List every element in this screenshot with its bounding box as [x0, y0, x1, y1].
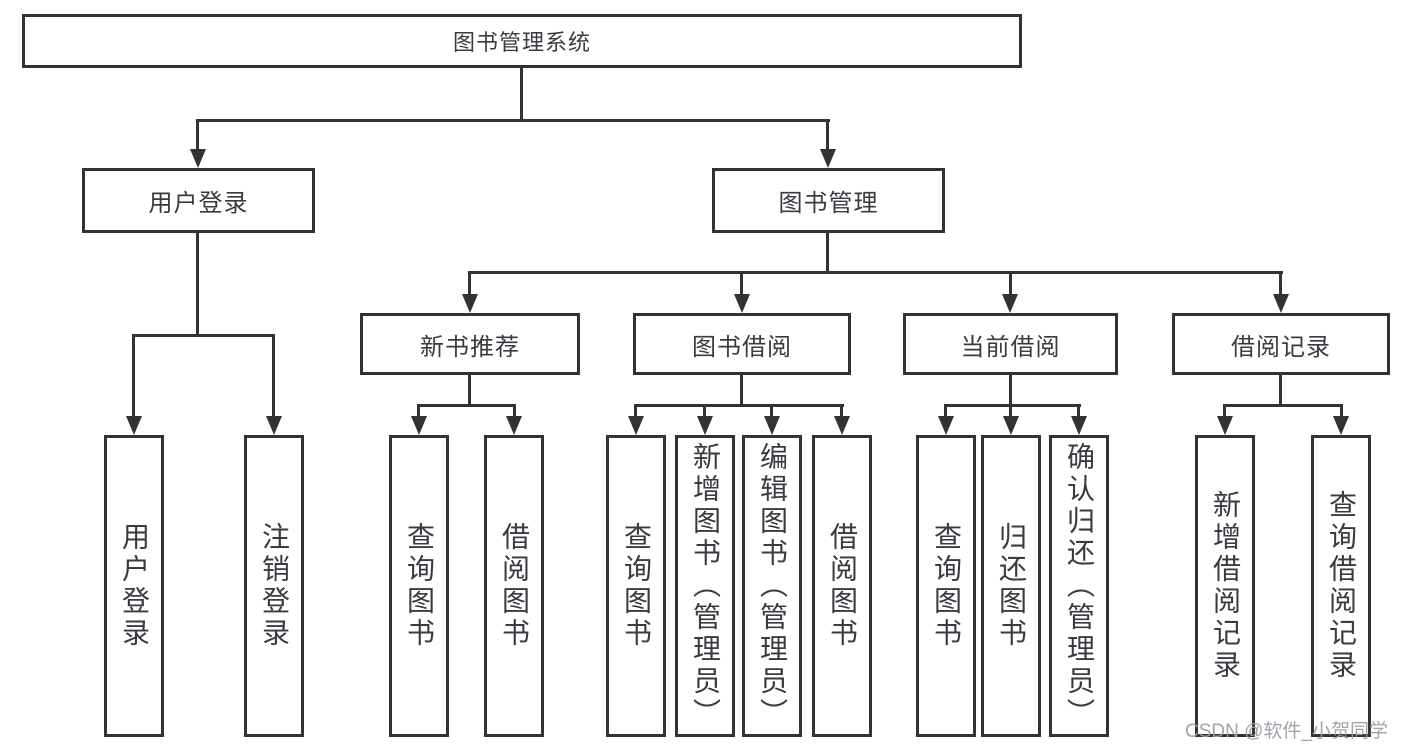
- arrowhead-icon: [1003, 416, 1019, 435]
- node-library-system: 图书管理系统: [22, 14, 1022, 68]
- connector-line: [1009, 404, 1012, 417]
- csdn-watermark: CSDN @软件_小贺同学: [1185, 721, 1388, 742]
- connector-line: [196, 119, 830, 122]
- connector-line: [840, 404, 843, 417]
- node-label: 确认归还（管理员）: [1064, 442, 1095, 730]
- node-label: 图书借阅: [692, 333, 792, 361]
- connector-line: [1340, 404, 1343, 417]
- node-label: 归还图书: [996, 522, 1027, 650]
- node-label: 用户登录: [148, 190, 249, 217]
- node-label: 查询图书: [404, 522, 435, 650]
- connector-line: [132, 334, 135, 416]
- node-label: 新增借阅记录: [1210, 490, 1241, 682]
- leaf-query-books-current: 查询图书: [916, 435, 976, 737]
- connector-line: [417, 404, 420, 417]
- leaf-add-borrow-record: 新增借阅记录: [1195, 435, 1255, 737]
- leaf-confirm-return-admin: 确认归还（管理员）: [1049, 435, 1109, 737]
- node-label: 当前借阅: [960, 333, 1061, 361]
- connector-line: [1009, 271, 1012, 295]
- node-label: 借阅记录: [1231, 333, 1331, 361]
- connector-line: [1279, 271, 1282, 295]
- arrowhead-icon: [190, 149, 206, 168]
- connector-line: [1077, 404, 1080, 417]
- connector-line: [634, 404, 637, 417]
- leaf-query-books-borrow: 查询图书: [606, 435, 666, 737]
- arrowhead-icon: [1333, 416, 1349, 435]
- arrowhead-icon: [506, 416, 522, 435]
- node-label: 新书推荐: [420, 333, 520, 361]
- arrowhead-icon: [764, 416, 780, 435]
- leaf-user-login: 用户登录: [104, 435, 164, 737]
- connector-line: [634, 404, 844, 407]
- node-book-borrow: 图书借阅: [633, 313, 851, 375]
- arrowhead-icon: [411, 416, 427, 435]
- connector-line: [272, 334, 275, 416]
- connector-line: [740, 375, 743, 405]
- connector-line: [520, 68, 523, 119]
- node-label: 查询借阅记录: [1326, 490, 1357, 682]
- arrowhead-icon: [938, 416, 954, 435]
- node-label: 编辑图书（管理员）: [757, 442, 788, 730]
- arrowhead-icon: [820, 149, 836, 168]
- leaf-borrow-books-recommend: 借阅图书: [484, 435, 544, 737]
- leaf-query-books-recommend: 查询图书: [389, 435, 449, 737]
- arrowhead-icon: [462, 294, 478, 313]
- node-label: 查询图书: [621, 522, 652, 650]
- leaf-edit-books-admin: 编辑图书（管理员）: [742, 435, 802, 737]
- node-label: 查询图书: [931, 522, 962, 650]
- node-book-management: 图书管理: [712, 168, 945, 233]
- connector-line: [132, 334, 275, 337]
- connector-line: [196, 119, 199, 150]
- node-borrow-records: 借阅记录: [1172, 313, 1390, 375]
- connector-line: [826, 119, 829, 150]
- connector-line: [468, 271, 1283, 274]
- arrowhead-icon: [266, 416, 282, 435]
- connector-line: [196, 233, 199, 334]
- connector-line: [1223, 404, 1226, 417]
- connector-line: [1009, 375, 1012, 405]
- node-label: 借阅图书: [499, 522, 530, 650]
- node-label: 图书管理系统: [452, 30, 591, 55]
- arrowhead-icon: [834, 416, 850, 435]
- connector-line: [770, 404, 773, 417]
- arrowhead-icon: [1217, 416, 1233, 435]
- arrowhead-icon: [1002, 294, 1018, 313]
- node-label: 图书管理: [778, 190, 879, 217]
- leaf-query-borrow-record: 查询借阅记录: [1311, 435, 1371, 737]
- leaf-return-books: 归还图书: [981, 435, 1041, 737]
- connector-line: [826, 233, 829, 271]
- connector-line: [417, 404, 516, 407]
- arrowhead-icon: [1273, 294, 1289, 313]
- arrowhead-icon: [628, 416, 644, 435]
- connector-line: [944, 404, 1081, 407]
- leaf-borrow-books: 借阅图书: [812, 435, 872, 737]
- node-label: 新增图书（管理员）: [690, 442, 721, 730]
- node-label: 用户登录: [119, 522, 150, 650]
- connector-line: [468, 271, 471, 295]
- arrowhead-icon: [126, 416, 142, 435]
- arrowhead-icon: [1071, 416, 1087, 435]
- connector-line: [1223, 404, 1343, 407]
- node-user-login: 用户登录: [82, 168, 315, 233]
- node-label: 注销登录: [259, 522, 290, 650]
- connector-line: [703, 404, 706, 417]
- connector-line: [468, 375, 471, 405]
- node-current-borrow: 当前借阅: [903, 313, 1118, 375]
- arrowhead-icon: [734, 294, 750, 313]
- node-new-book-recommend: 新书推荐: [360, 313, 580, 375]
- connector-line: [944, 404, 947, 417]
- connector-line: [740, 271, 743, 295]
- arrowhead-icon: [697, 416, 713, 435]
- leaf-add-books-admin: 新增图书（管理员）: [675, 435, 735, 737]
- connector-line: [513, 404, 516, 417]
- connector-line: [1279, 375, 1282, 405]
- node-label: 借阅图书: [827, 522, 858, 650]
- leaf-logout: 注销登录: [244, 435, 304, 737]
